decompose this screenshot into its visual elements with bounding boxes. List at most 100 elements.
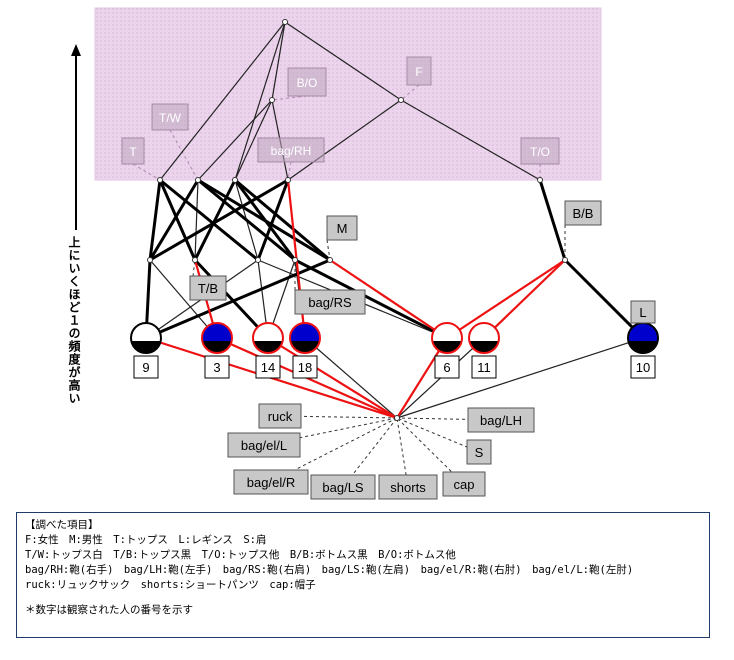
- observation-circle-ring: [431, 322, 463, 354]
- attribute-label-box: [520, 137, 560, 165]
- observation-circle-ring: [130, 322, 162, 354]
- legend-title: 【調べた項目】: [25, 519, 99, 531]
- lattice-node: [157, 177, 163, 183]
- lattice-node: [292, 257, 298, 263]
- thick-edge: [197, 178, 331, 262]
- thick-edges: [144, 178, 645, 340]
- observation-circle-ring: [289, 322, 321, 354]
- lattice-node: [255, 257, 261, 263]
- attribute-label: B/O: [297, 76, 318, 90]
- observation-circle-top: [290, 323, 320, 341]
- observation-circle-ring: [201, 322, 233, 354]
- thin-edge: [197, 99, 273, 181]
- thin-edge: [271, 21, 286, 101]
- attribute-label-box: [310, 474, 376, 500]
- observation-number-box: [292, 355, 318, 379]
- thin-edge: [194, 179, 199, 261]
- attribute-label: T/W: [159, 111, 182, 125]
- lattice-node: [147, 257, 153, 263]
- thick-edge: [193, 258, 270, 340]
- attribute-label-box: [294, 289, 366, 315]
- observation-number-box: [471, 355, 497, 379]
- observation-number-box: [204, 355, 230, 379]
- lattice-node: [232, 177, 238, 183]
- thin-edge: [396, 337, 644, 419]
- attribute-label: T/B: [198, 281, 218, 296]
- observation-circle-top: [628, 323, 658, 341]
- observation-number: 6: [443, 360, 450, 375]
- observation-number-box: [630, 355, 656, 379]
- up-arrow-icon: [71, 44, 81, 230]
- observation-number: 10: [636, 360, 650, 375]
- observation-number: 9: [142, 360, 149, 375]
- thick-edge: [148, 179, 162, 261]
- attribute-label-box: [406, 56, 432, 86]
- observation-circle-top: [202, 323, 232, 341]
- lattice-node: [327, 257, 333, 263]
- dashed-connector: [132, 163, 161, 181]
- thin-edge: [234, 99, 273, 181]
- thin-edge: [149, 259, 218, 339]
- attribute-label-box: [466, 439, 492, 465]
- attribute-label: F: [415, 65, 422, 79]
- thick-edge: [256, 179, 290, 261]
- attribute-label-box: [378, 474, 438, 500]
- attribute-label: bag/LH: [480, 413, 522, 428]
- thick-edge: [148, 179, 200, 261]
- observation-number: 3: [213, 360, 220, 375]
- lattice-node: [537, 177, 543, 183]
- lattice-node: [562, 257, 568, 263]
- attribute-label-box: [233, 469, 309, 495]
- thin-edge: [159, 21, 286, 181]
- thick-edge: [197, 178, 296, 262]
- thick-edge: [145, 258, 331, 340]
- attribute-label: bag/el/R: [247, 475, 295, 490]
- dashed-connector: [263, 417, 398, 446]
- observation-circle-top: [253, 323, 283, 341]
- lattice-node: [398, 97, 404, 103]
- observation-number-box: [133, 355, 159, 379]
- red-edge: [329, 259, 448, 339]
- red-edge: [446, 259, 566, 339]
- thick-edge: [538, 179, 567, 261]
- lattice-node: [394, 415, 400, 421]
- thick-edge: [193, 179, 237, 261]
- observation-circle-top: [469, 323, 499, 341]
- lattice-nodes: [147, 19, 568, 421]
- red-edge: [483, 259, 566, 339]
- lattice-node: [285, 177, 291, 183]
- attribute-label: cap: [454, 477, 475, 492]
- observation-circle-ring: [468, 322, 500, 354]
- thick-edge: [159, 178, 259, 262]
- thin-edge: [304, 337, 398, 419]
- observation-circle-ring: [252, 322, 284, 354]
- attribute-label: bag/LS: [322, 480, 364, 495]
- lattice-node: [282, 19, 288, 25]
- attribute-label: bag/el/L: [241, 438, 287, 453]
- attribute-label-box: [630, 300, 656, 324]
- attribute-label-box: [227, 432, 301, 458]
- legend-box: 【調べた項目】 F:女性 M:男性 T:トップス L:レギンス S:肩 T/W:…: [16, 512, 710, 638]
- attribute-label: S: [475, 445, 484, 460]
- attribute-label: L: [639, 305, 646, 320]
- thick-edge: [149, 178, 289, 262]
- attribute-label-box: [257, 137, 325, 163]
- attribute-label-box: [189, 275, 227, 301]
- thick-edge: [158, 179, 197, 261]
- observation-number: 18: [298, 360, 312, 375]
- dashed-connector: [400, 84, 420, 101]
- thick-edge: [294, 258, 448, 340]
- attribute-label: B/B: [573, 206, 594, 221]
- observation-number-box: [434, 355, 460, 379]
- legend-line: ruck:リュックサック shorts:ショートパンツ cap:帽子: [25, 579, 316, 591]
- attribute-label: bag/RH: [271, 144, 312, 158]
- attribute-label-box: [121, 137, 145, 165]
- observation-number: 14: [261, 360, 275, 375]
- observation-circle-top: [131, 323, 161, 341]
- attribute-label: bag/RS: [308, 295, 352, 310]
- thin-edge: [234, 21, 286, 181]
- attribute-label: M: [337, 221, 348, 236]
